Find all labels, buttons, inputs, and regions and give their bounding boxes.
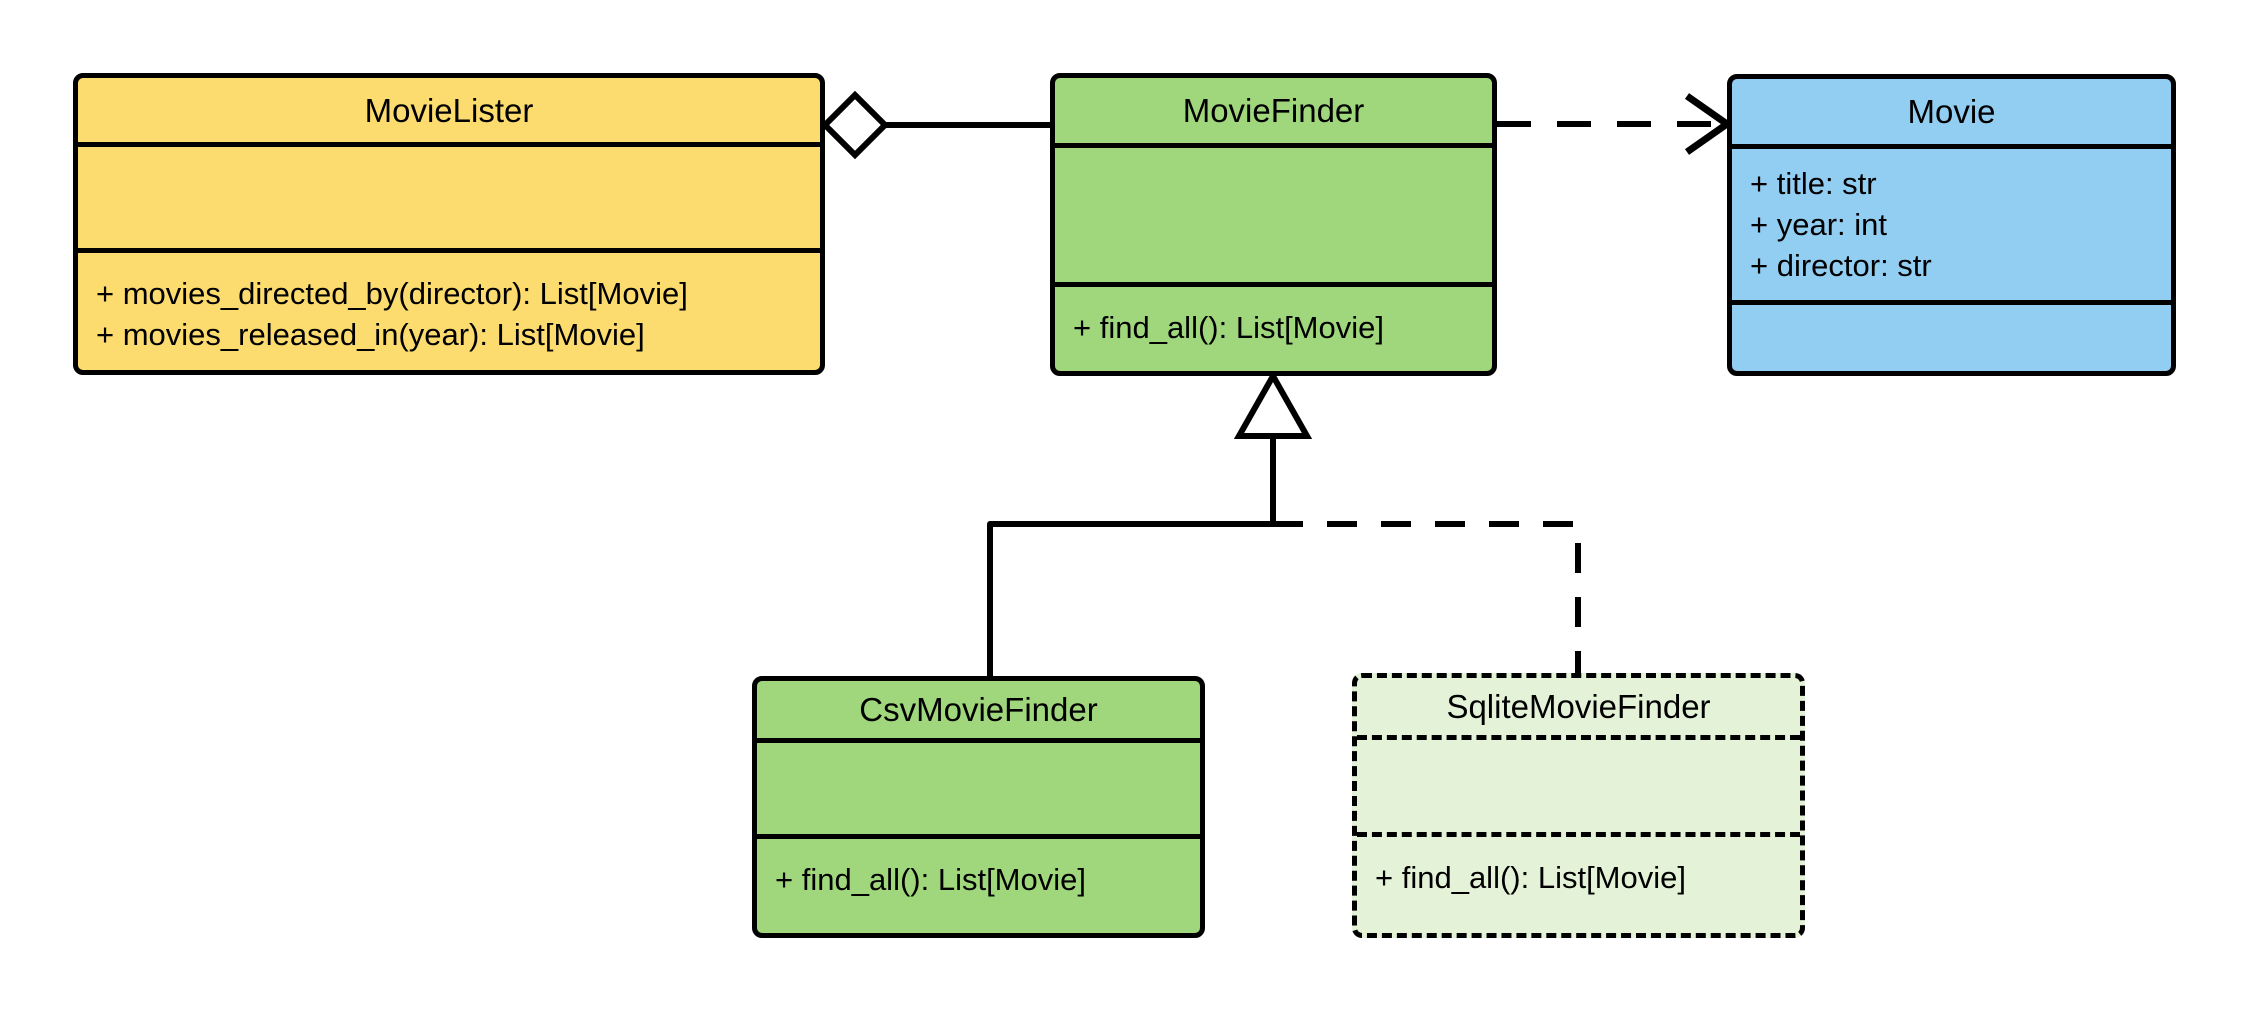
class-attributes-sqlite-movie-finder: [1357, 740, 1800, 837]
inheritance-csvmoviefinder-moviefinder[interactable]: [987, 521, 1273, 676]
inheritance-branch-csv: [987, 521, 1273, 676]
class-attributes-movie: + title: str + year: int + director: str: [1732, 149, 2171, 305]
inheritance-trunk: [1233, 369, 1313, 524]
class-name-movie-finder: MovieFinder: [1055, 78, 1492, 148]
dependency-moviefinder-movie[interactable]: [1497, 93, 1734, 155]
class-name-movie: Movie: [1732, 79, 2171, 149]
method-item: + find_all(): List[Movie]: [1073, 310, 1384, 345]
class-attributes-movie-finder: [1055, 148, 1492, 287]
class-attributes-csv-movie-finder: [757, 743, 1200, 839]
class-box-sqlite-movie-finder[interactable]: SqliteMovieFinder + find_all(): List[Mov…: [1352, 673, 1805, 938]
class-name-csv-movie-finder: CsvMovieFinder: [757, 681, 1200, 743]
class-methods-sqlite-movie-finder: + find_all(): List[Movie]: [1357, 837, 1800, 933]
method-item: + find_all(): List[Movie]: [1375, 860, 1686, 895]
hollow-diamond-icon: [820, 90, 890, 160]
class-name-sqlite-movie-finder: SqliteMovieFinder: [1357, 678, 1800, 740]
method-item: + movies_released_in(year): List[Movie]: [96, 317, 645, 353]
hollow-triangle-icon: [1233, 369, 1313, 439]
class-methods-csv-movie-finder: + find_all(): List[Movie]: [757, 839, 1200, 933]
class-attributes-movie-lister: [78, 147, 820, 253]
attribute-item: + director: str: [1750, 248, 1932, 284]
open-arrow-icon: [1684, 93, 1734, 155]
inheritance-branch-sqlite: [1273, 521, 1581, 673]
method-item: + movies_directed_by(director): List[Mov…: [96, 276, 688, 311]
attribute-item: + year: int: [1750, 207, 1887, 243]
class-box-movie[interactable]: Movie + title: str + year: int + directo…: [1727, 74, 2176, 376]
class-name-movie-lister: MovieLister: [78, 78, 820, 147]
attribute-item: + title: str: [1750, 166, 1877, 201]
aggregation-movielister-moviefinder[interactable]: [820, 90, 1052, 160]
class-methods-movie-lister: + movies_directed_by(director): List[Mov…: [78, 253, 820, 370]
class-box-movie-finder[interactable]: MovieFinder + find_all(): List[Movie]: [1050, 73, 1497, 376]
class-box-movie-lister[interactable]: MovieLister + movies_directed_by(directo…: [73, 73, 825, 375]
class-box-csv-movie-finder[interactable]: CsvMovieFinder + find_all(): List[Movie]: [752, 676, 1205, 938]
class-methods-movie-finder: + find_all(): List[Movie]: [1055, 287, 1492, 371]
method-item: + find_all(): List[Movie]: [775, 862, 1086, 897]
inheritance-sqlitemoviefinder-moviefinder[interactable]: [1273, 521, 1581, 673]
class-methods-movie: [1732, 305, 2171, 371]
